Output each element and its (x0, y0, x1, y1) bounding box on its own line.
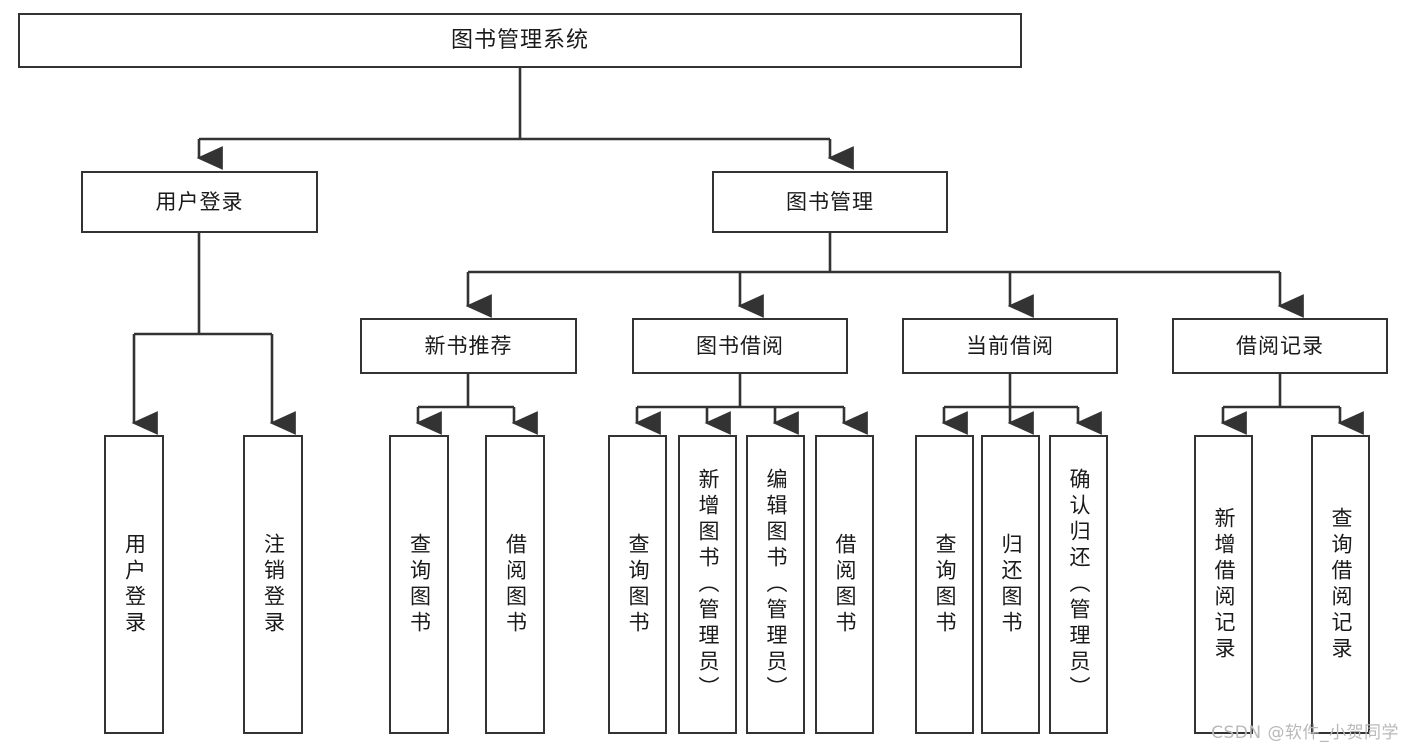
leaf-recommend-query-book[interactable]: 查询图书 (389, 435, 449, 734)
leaf-recommend-borrow-book[interactable]: 借阅图书 (485, 435, 545, 734)
leaf-borrow-borrow-book[interactable]: 借阅图书 (815, 435, 874, 734)
node-label: 确认归还（管理员） (1067, 467, 1092, 702)
leaf-borrow-query-book[interactable]: 查询图书 (608, 435, 667, 734)
node-label: 归还图书 (999, 532, 1024, 637)
node-label: 新书推荐 (424, 333, 513, 358)
node-label: 借阅图书 (833, 532, 858, 637)
node-label: 当前借阅 (966, 333, 1054, 358)
node-label: 查询图书 (407, 532, 432, 637)
node-root-system[interactable]: 图书管理系统 (18, 13, 1022, 68)
watermark-text: CSDN @软件_小贺同学 (1211, 723, 1399, 743)
node-label: 查询借阅记录 (1329, 506, 1354, 663)
node-label: 注销登录 (261, 532, 286, 637)
node-borrow-record[interactable]: 借阅记录 (1172, 318, 1388, 374)
node-label: 查询图书 (626, 532, 651, 637)
node-current-borrow[interactable]: 当前借阅 (902, 318, 1118, 374)
leaf-borrow-edit-book[interactable]: 编辑图书（管理员） (746, 435, 805, 734)
node-label: 图书管理 (786, 189, 874, 214)
leaf-user-logout[interactable]: 注销登录 (243, 435, 303, 734)
leaf-current-query-book[interactable]: 查询图书 (915, 435, 974, 734)
node-label: 查询图书 (933, 532, 958, 637)
node-label: 用户登录 (155, 189, 244, 214)
node-user-login[interactable]: 用户登录 (81, 171, 318, 233)
node-book-borrow[interactable]: 图书借阅 (632, 318, 848, 374)
node-book-management[interactable]: 图书管理 (712, 171, 948, 233)
leaf-current-confirm-return[interactable]: 确认归还（管理员） (1049, 435, 1108, 734)
node-new-book-recommend[interactable]: 新书推荐 (360, 318, 577, 374)
node-label: 新增借阅记录 (1212, 506, 1237, 663)
node-label: 新增图书（管理员） (696, 467, 721, 702)
leaf-current-return-book[interactable]: 归还图书 (981, 435, 1040, 734)
node-label: 用户登录 (122, 532, 147, 637)
leaf-record-query-record[interactable]: 查询借阅记录 (1311, 435, 1370, 734)
leaf-user-login[interactable]: 用户登录 (104, 435, 164, 734)
node-label: 图书管理系统 (450, 27, 589, 53)
leaf-borrow-add-book[interactable]: 新增图书（管理员） (678, 435, 737, 734)
node-label: 编辑图书（管理员） (764, 467, 789, 702)
node-label: 借阅图书 (503, 532, 528, 637)
node-label: 图书借阅 (696, 333, 784, 358)
leaf-record-add-record[interactable]: 新增借阅记录 (1194, 435, 1253, 734)
node-label: 借阅记录 (1236, 333, 1324, 358)
